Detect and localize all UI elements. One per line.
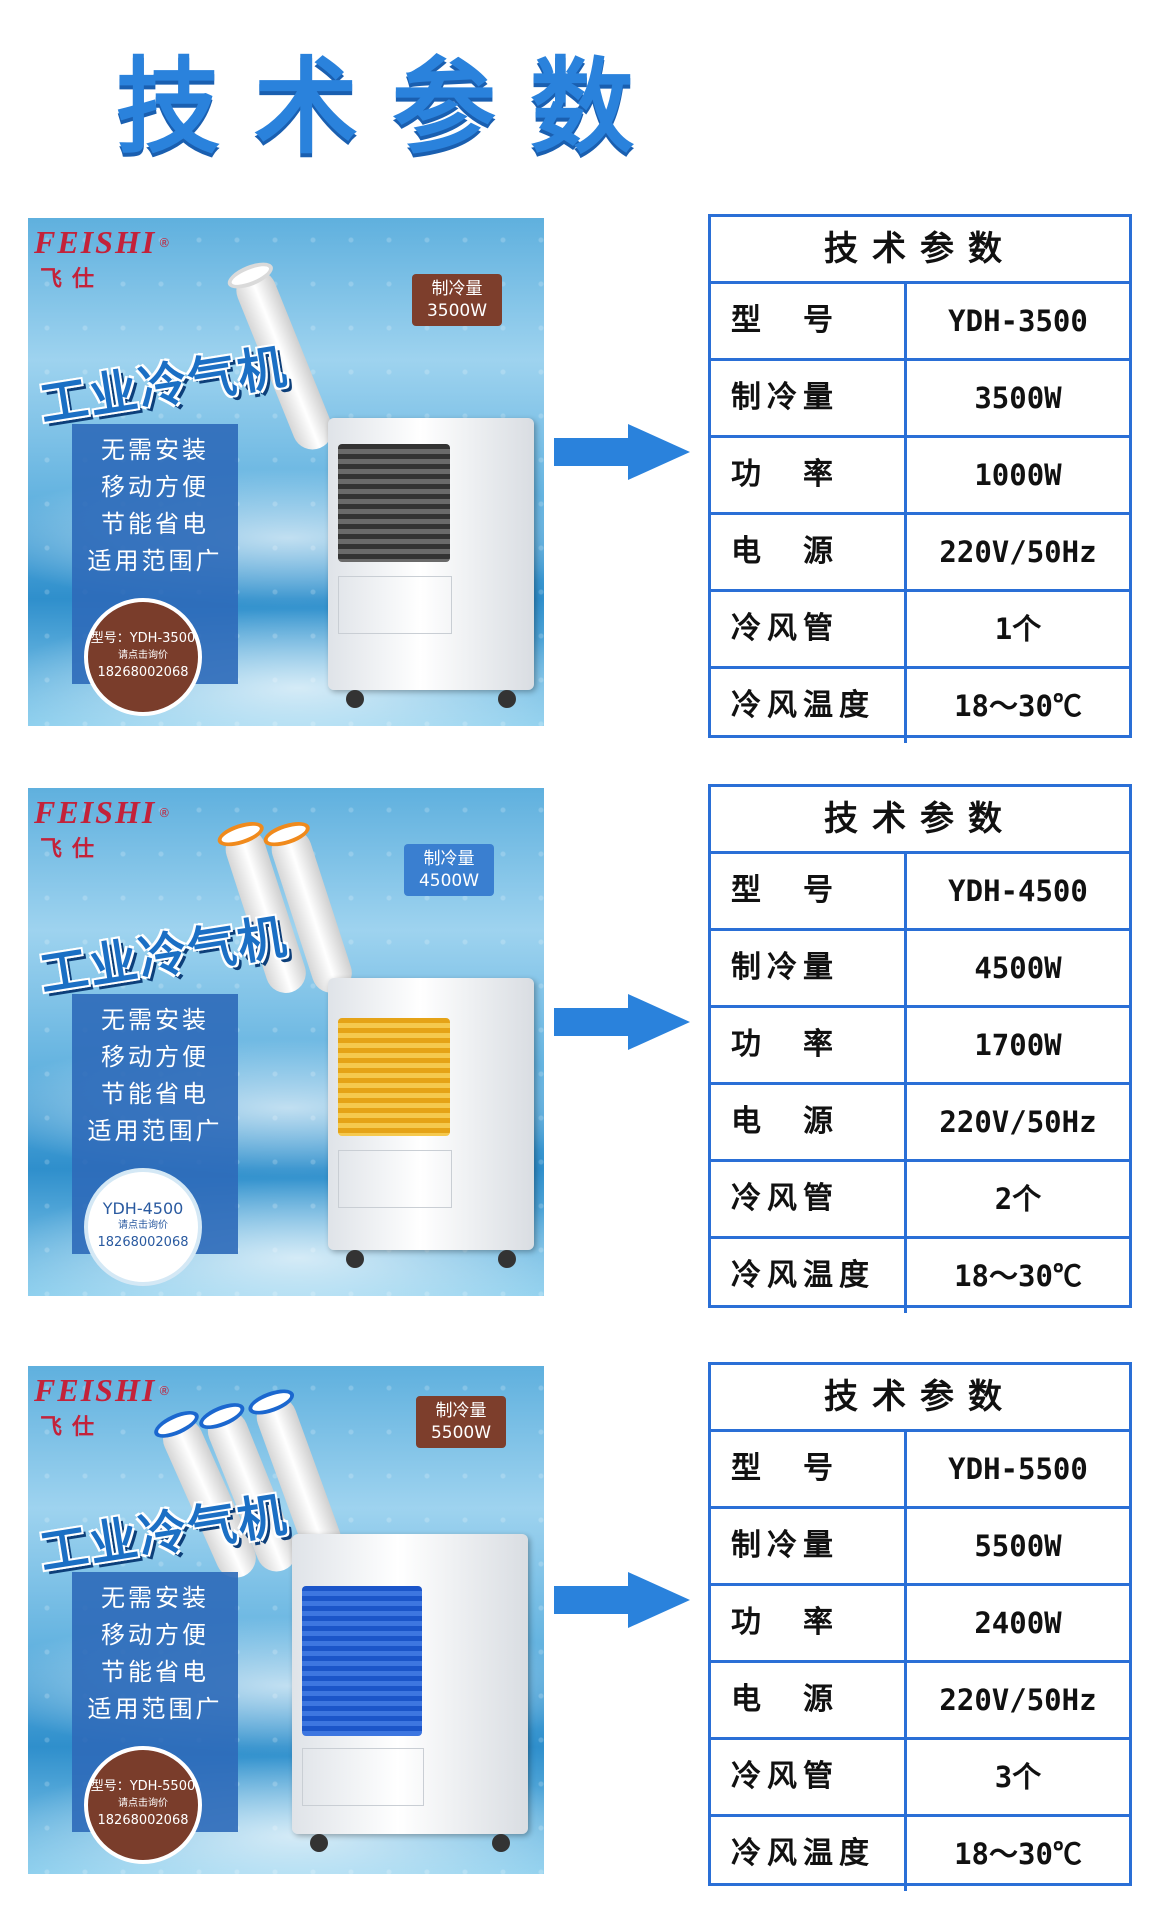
feature-item: 适用范围广 [87,1695,223,1723]
spec-table: 技术参数 型 号 YDH-5500 制冷量 5500W 功 率 2400W 电 源 22… [708,1362,1132,1891]
spec-row: 冷风管 1个 [711,592,1129,669]
spec-value: 4500W [974,951,1062,985]
spec-value: 1700W [974,1028,1062,1062]
arrow-right-icon [554,994,690,1050]
spec-value: 220V/50Hz [939,1105,1097,1139]
spec-label: 冷风管 [711,1162,907,1236]
spec-label: 冷风温度 [711,1817,907,1891]
spec-row: 冷风温度 18～30℃ [711,1239,1129,1313]
spec-value: YDH-3500 [948,304,1088,338]
spec-label: 制冷量 [711,361,907,435]
spec-label: 功 率 [711,438,907,512]
feature-item: 无需安装 [101,1006,209,1034]
spec-value: 3500W [974,381,1062,415]
feature-item: 移动方便 [101,1621,209,1649]
spec-row: 型 号 YDH-5500 [711,1432,1129,1509]
spec-row: 冷风管 2个 [711,1162,1129,1239]
spec-label: 冷风温度 [711,1239,907,1313]
feature-item: 节能省电 [101,1658,209,1686]
air-conditioner-unit [328,978,534,1268]
inquiry-badge[interactable]: YDH-4500 请点击询价 18268002068 [84,1168,202,1286]
spec-value: 2400W [974,1606,1062,1640]
spec-label: 电 源 [711,1663,907,1737]
spec-value: 3个 [994,1760,1042,1794]
spec-label: 冷风管 [711,592,907,666]
spec-label: 冷风管 [711,1740,907,1814]
spec-value: 18～30℃ [954,689,1082,723]
spec-label: 功 率 [711,1008,907,1082]
feature-item: 节能省电 [101,510,209,538]
spec-row: 电 源 220V/50Hz [711,1085,1129,1162]
feature-item: 节能省电 [101,1080,209,1108]
spec-row: 功 率 1000W [711,438,1129,515]
spec-value: YDH-4500 [948,874,1088,908]
feature-item: 无需安装 [101,1584,209,1612]
spec-table-heading: 技术参数 [711,1365,1129,1432]
spec-value: 18～30℃ [954,1259,1082,1293]
spec-label: 制冷量 [711,1509,907,1583]
spec-label: 制冷量 [711,931,907,1005]
spec-row: 功 率 2400W [711,1586,1129,1663]
brand-logo: FEISHI® 飞仕 [34,794,171,862]
feature-item: 适用范围广 [87,547,223,575]
spec-table: 技术参数 型 号 YDH-3500 制冷量 3500W 功 率 1000W 电 源 22… [708,214,1132,743]
spec-label: 功 率 [711,1586,907,1660]
spec-table: 技术参数 型 号 YDH-4500 制冷量 4500W 功 率 1700W 电 源 22… [708,784,1132,1313]
spec-row: 制冷量 3500W [711,361,1129,438]
arrow-right-icon [554,1572,690,1628]
feature-item: 无需安装 [101,436,209,464]
spec-row: 制冷量 5500W [711,1509,1129,1586]
spec-label: 电 源 [711,515,907,589]
spec-row: 冷风温度 18～30℃ [711,1817,1129,1891]
spec-value: 5500W [974,1529,1062,1563]
inquiry-badge[interactable]: 型号：YDH-5500 请点击询价 18268002068 [84,1746,202,1864]
spec-label: 型 号 [711,854,907,928]
air-conditioner-unit [292,1534,528,1852]
page-title: 技术参数 [115,46,668,168]
spec-value: 1000W [974,458,1062,492]
feature-item: 移动方便 [101,1043,209,1071]
brand-logo: FEISHI® 飞仕 [34,224,171,292]
spec-row: 型 号 YDH-3500 [711,284,1129,361]
spec-row: 功 率 1700W [711,1008,1129,1085]
spec-value: 220V/50Hz [939,535,1097,569]
feature-item: 移动方便 [101,473,209,501]
spec-table-heading: 技术参数 [711,787,1129,854]
spec-table-heading: 技术参数 [711,217,1129,284]
spec-label: 型 号 [711,1432,907,1506]
inquiry-badge[interactable]: 型号：YDH-3500 请点击询价 18268002068 [84,598,202,716]
brand-logo: FEISHI® 飞仕 [34,1372,171,1440]
spec-label: 电 源 [711,1085,907,1159]
arrow-right-icon [554,424,690,480]
spec-label: 型 号 [711,284,907,358]
spec-row: 电 源 220V/50Hz [711,1663,1129,1740]
spec-row: 冷风管 3个 [711,1740,1129,1817]
spec-value: 18～30℃ [954,1837,1082,1871]
spec-value: YDH-5500 [948,1452,1088,1486]
spec-row: 型 号 YDH-4500 [711,854,1129,931]
spec-value: 2个 [994,1182,1042,1216]
air-conditioner-unit [328,418,534,708]
spec-row: 冷风温度 18～30℃ [711,669,1129,743]
feature-item: 适用范围广 [87,1117,223,1145]
spec-value: 220V/50Hz [939,1683,1097,1717]
spec-row: 电 源 220V/50Hz [711,515,1129,592]
spec-value: 1个 [994,612,1042,646]
spec-row: 制冷量 4500W [711,931,1129,1008]
spec-label: 冷风温度 [711,669,907,743]
